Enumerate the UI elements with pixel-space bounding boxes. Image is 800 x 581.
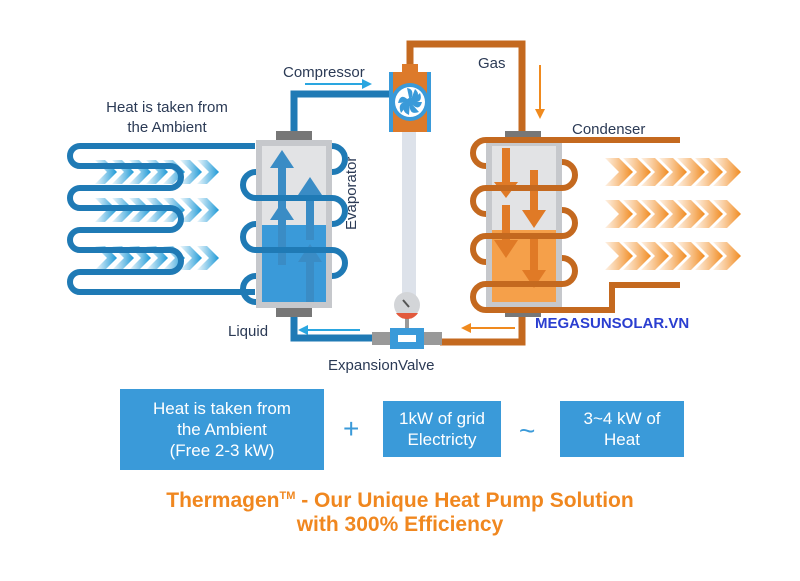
- box-line: Heat is taken from: [153, 399, 291, 418]
- box-line: (Free 2-3 kW): [169, 441, 275, 460]
- condenser-label: Condenser: [572, 121, 645, 138]
- approx-operator: ~: [519, 415, 536, 446]
- heat-output-box: 3~4 kW of Heat: [560, 401, 684, 457]
- condenser-unit: [470, 131, 680, 317]
- flow-arrow-compressor: [305, 79, 372, 89]
- evaporator-label: Evaporator: [343, 157, 360, 230]
- cold-pipe: [290, 90, 395, 342]
- gas-label: Gas: [478, 55, 506, 72]
- brand-name: Thermagen: [166, 489, 280, 512]
- expansion-valve-label: ExpansionValve: [328, 357, 434, 374]
- ambient-label-line2: the Ambient: [127, 119, 207, 136]
- trademark: TM: [279, 490, 296, 502]
- plus-operator: +: [343, 413, 360, 444]
- compressor: [389, 64, 431, 132]
- expansion-valve: [372, 292, 442, 349]
- flow-arrow-liquid: [298, 325, 360, 335]
- ambient-label-line1: Heat is taken from: [106, 99, 228, 116]
- box-line: the Ambient: [177, 420, 267, 439]
- box-line: Heat: [604, 430, 640, 449]
- ambient-coil: [67, 143, 255, 295]
- center-column: [402, 128, 416, 298]
- box-line: Electricty: [407, 430, 477, 449]
- ambient-heat-chevrons: [95, 160, 219, 270]
- compressor-label: Compressor: [283, 64, 365, 81]
- box-line: 1kW of grid: [399, 409, 485, 428]
- output-heat-chevrons: [605, 158, 741, 270]
- flow-arrow-gas: [535, 65, 545, 119]
- grid-electricity-box: 1kW of grid Electricty: [383, 401, 501, 457]
- watermark: MEGASUNSOLAR.VN: [535, 315, 690, 332]
- page-subtitle: with 300% Efficiency: [296, 513, 504, 536]
- hot-pipe: [406, 40, 526, 346]
- ambient-heat-box: Heat is taken from the Ambient (Free 2-3…: [120, 389, 324, 470]
- page-title: ThermagenTM - Our Unique Heat Pump Solut…: [0, 482, 800, 515]
- liquid-label: Liquid: [228, 323, 268, 340]
- flow-arrow-return: [461, 323, 515, 333]
- evaporator-unit: [240, 131, 348, 317]
- box-line: 3~4 kW of: [583, 409, 661, 428]
- title-line1: - Our Unique Heat Pump Solution: [295, 489, 634, 512]
